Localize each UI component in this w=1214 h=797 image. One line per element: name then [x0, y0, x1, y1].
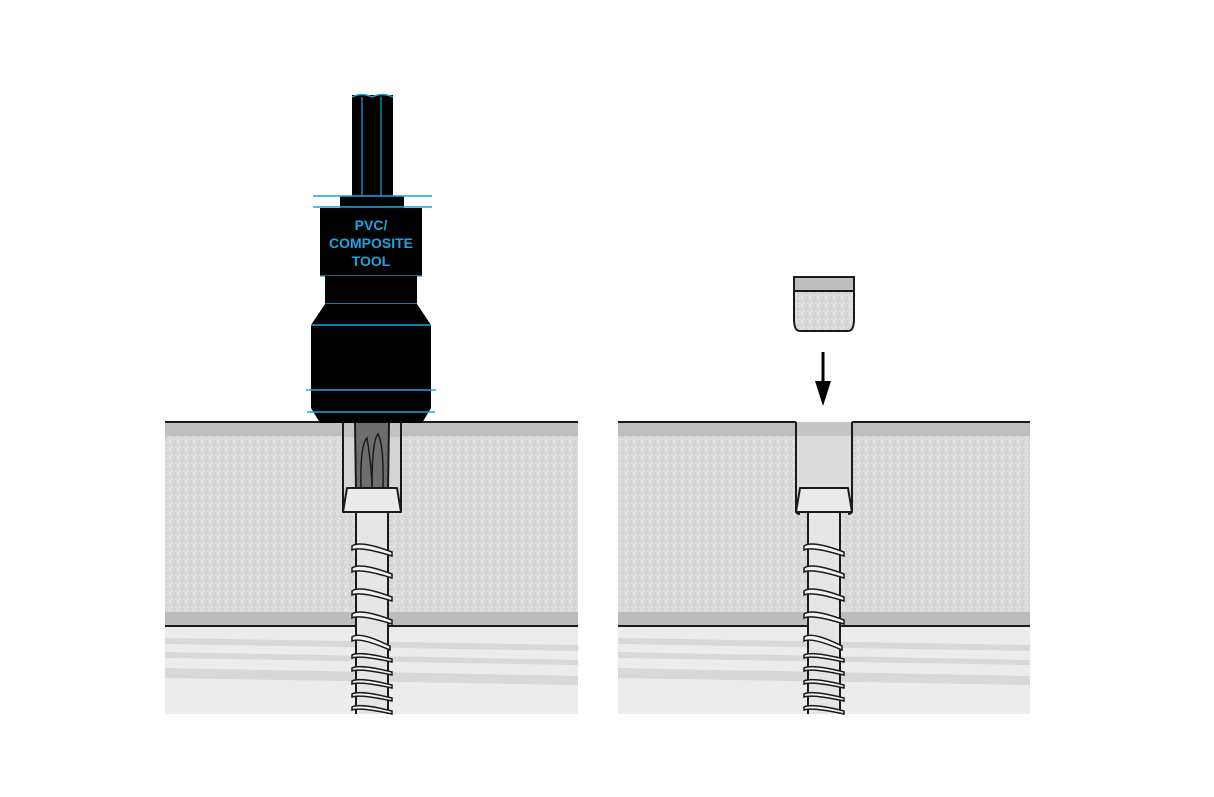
right-panel	[618, 276, 1030, 715]
left-panel: PVC/ COMPOSITE TOOL	[165, 93, 578, 715]
plug	[793, 276, 855, 332]
pvc-composite-tool: PVC/ COMPOSITE TOOL	[306, 93, 436, 423]
down-arrow-icon	[815, 352, 831, 406]
tool-label-line-3: TOOL	[352, 253, 391, 269]
screw-left	[342, 487, 402, 715]
tool-label-line-1: PVC/	[355, 217, 388, 233]
screw-right	[795, 487, 853, 715]
tool-label-line-2: COMPOSITE	[329, 235, 413, 251]
